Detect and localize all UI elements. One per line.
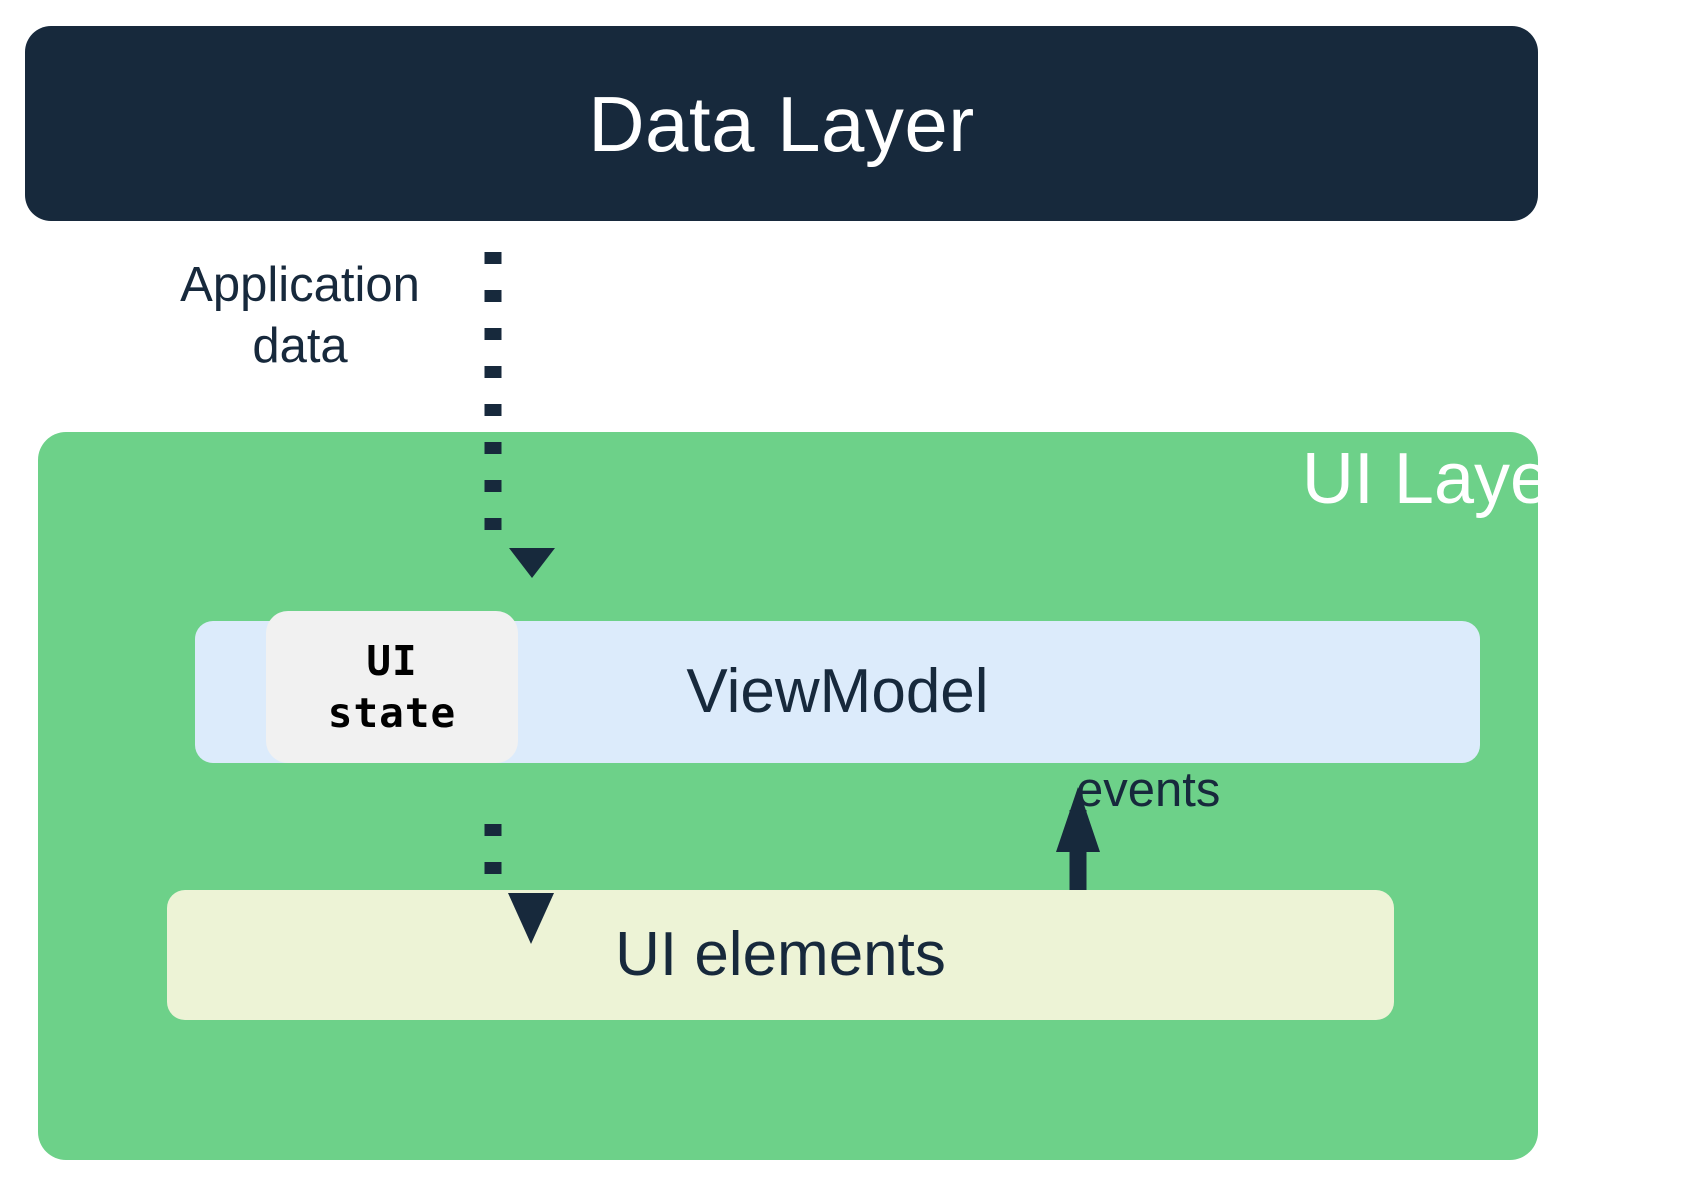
- ui-layer-title: UI Layer: [1301, 439, 1574, 519]
- ui-state-line2: state: [327, 689, 457, 737]
- ui-layer-box: [38, 432, 1538, 1160]
- ui-state-chip: UI state: [266, 611, 518, 763]
- ui-elements-box: UI elements: [167, 890, 1394, 1020]
- events-label: events: [1076, 763, 1221, 817]
- ui-elements-label: UI elements: [615, 920, 946, 989]
- application-data-label-line1: Application: [180, 258, 420, 312]
- data-layer-box: Data Layer: [25, 26, 1538, 221]
- application-data-label-line2: data: [252, 319, 348, 374]
- application-data-label: Application data: [140, 255, 460, 378]
- ui-state-line1: UI: [366, 636, 418, 685]
- viewmodel-label: ViewModel: [686, 657, 989, 726]
- data-layer-title: Data Layer: [588, 79, 975, 168]
